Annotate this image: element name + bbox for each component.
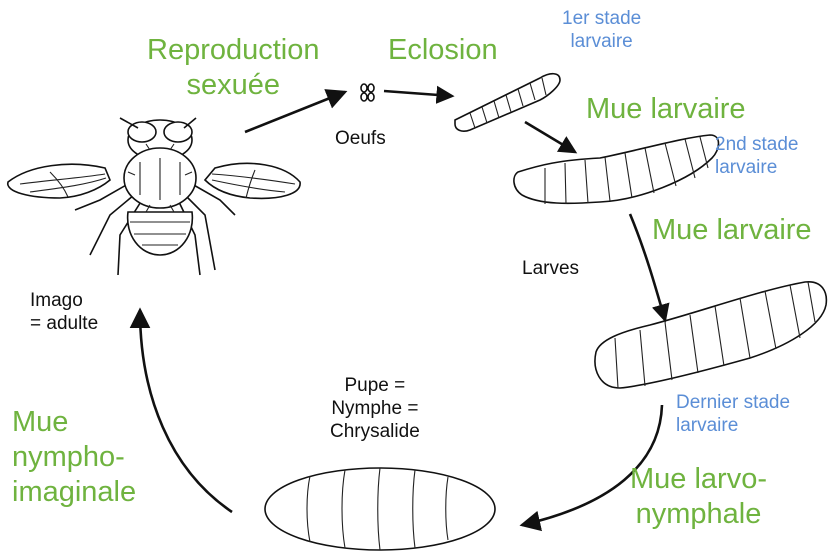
label-mue-larvaire-1: Mue larvaire	[586, 92, 746, 127]
label-line: Imago	[30, 290, 98, 313]
cycle-arrows	[140, 91, 665, 525]
label-mue-larvaire-2: Mue larvaire	[652, 213, 812, 248]
label-line: imaginale	[12, 475, 136, 510]
label-line: 2nd stade	[715, 134, 798, 157]
label-line: = adulte	[30, 313, 98, 336]
label-line: sexuée	[147, 68, 320, 103]
label-line: nymphale	[630, 497, 767, 532]
label-stade-1: 1er stade larvaire	[562, 8, 641, 54]
pupa-illustration	[265, 468, 495, 550]
fly-imago-illustration	[8, 118, 300, 275]
label-line: nympho-	[12, 440, 136, 475]
larva-stage1-illustration	[455, 74, 560, 131]
label-dernier-stade: Dernier stade larvaire	[676, 392, 790, 438]
label-line: Mue	[12, 405, 136, 440]
label-line: larvaire	[676, 415, 790, 438]
label-stade-2: 2nd stade larvaire	[715, 134, 798, 180]
label-imago: Imago = adulte	[30, 290, 98, 336]
larva-last-stage-illustration	[595, 282, 826, 388]
label-line: Nymphe =	[330, 398, 420, 421]
eggs-illustration	[361, 84, 374, 101]
label-mue-nympho-imaginale: Mue nympho- imaginale	[12, 405, 136, 509]
label-line: larvaire	[715, 157, 798, 180]
label-line: Chrysalide	[330, 421, 420, 444]
label-oeufs: Oeufs	[335, 128, 386, 151]
label-line: Reproduction	[147, 33, 320, 68]
label-line: Pupe =	[330, 375, 420, 398]
label-line: Mue larvo-	[630, 462, 767, 497]
label-mue-larvo-nymphale: Mue larvo- nymphale	[630, 462, 767, 532]
label-line: larvaire	[562, 31, 641, 54]
label-line: 1er stade	[562, 8, 641, 31]
larva-stage2-illustration	[514, 135, 719, 204]
label-eclosion: Eclosion	[388, 33, 498, 68]
label-reproduction-sexuee: Reproduction sexuée	[147, 33, 320, 103]
label-larves: Larves	[522, 258, 579, 281]
label-line: Dernier stade	[676, 392, 790, 415]
label-pupe: Pupe = Nymphe = Chrysalide	[330, 375, 420, 443]
